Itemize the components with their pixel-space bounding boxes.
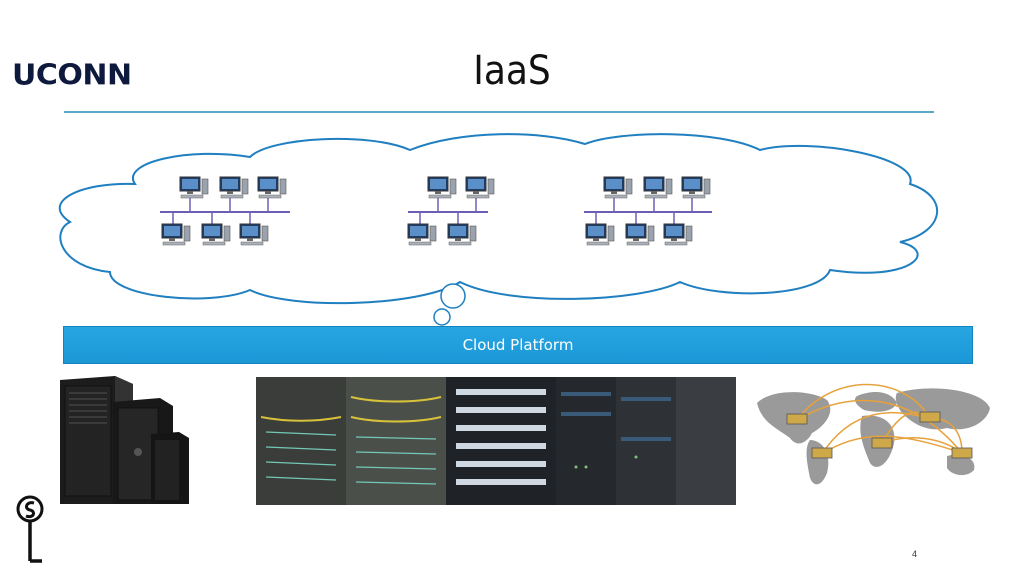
network-3	[584, 176, 712, 246]
title-divider	[64, 111, 934, 113]
uconn-logo: UCONN	[12, 58, 132, 93]
cloud-outline	[58, 133, 938, 305]
desktop-towers-image	[60, 376, 189, 504]
thought-bubble-medium	[433, 308, 451, 326]
network-node-icon	[871, 437, 893, 449]
network-1	[160, 176, 290, 246]
page-number: 4	[912, 549, 918, 559]
cloud-platform-label: Cloud Platform	[462, 336, 574, 354]
cloud-network-diagram	[58, 133, 938, 332]
network-node-icon	[786, 413, 808, 425]
network-node-icon	[919, 411, 941, 423]
network-2	[407, 176, 495, 246]
network-node-icon	[811, 447, 833, 459]
cloud-platform-bar: Cloud Platform	[63, 326, 973, 364]
network-node-icon	[951, 447, 973, 459]
thought-bubble-large	[440, 283, 466, 309]
slide-title: IaaS	[473, 48, 551, 94]
csl-logo-icon	[16, 495, 44, 563]
world-map-image	[757, 383, 990, 485]
datacenter-racks-image	[256, 377, 736, 505]
